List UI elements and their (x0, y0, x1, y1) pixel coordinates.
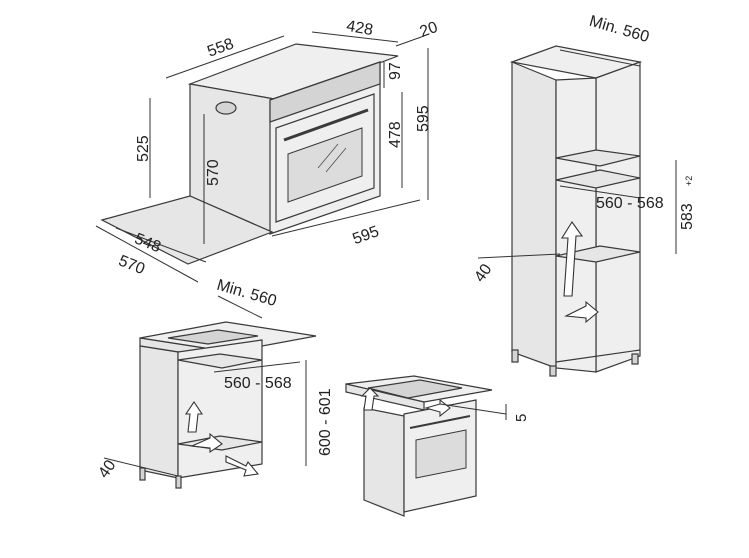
column-min-depth-label: Min. 560 (587, 13, 651, 46)
column-niche-height-label: 583 (679, 203, 696, 230)
dim-570d-label: 570 (116, 252, 147, 278)
hob-cabinet-oven-window (415, 429, 467, 479)
dim-20-line (395, 35, 425, 47)
cabinet-foot (139, 467, 146, 481)
uc-dim-width-line (213, 361, 301, 373)
cabinet-niche-top (177, 353, 263, 369)
airflow-up-arrow-icon (561, 221, 584, 297)
hob-dim-clearance-line (439, 403, 507, 415)
column-foot (631, 353, 639, 365)
airflow-in-arrow-icon (189, 432, 223, 454)
dim-548-line (115, 227, 207, 263)
column-foot (511, 349, 519, 363)
dim-20-label: 20 (418, 19, 441, 41)
oven-vent-icon (215, 101, 237, 115)
dim-428-line (311, 31, 399, 43)
uc-niche-width-label: 560 - 568 (224, 375, 292, 392)
dim-570d-line (95, 225, 199, 283)
uc-dim-min560-line (217, 295, 263, 319)
oven-control-panel (269, 61, 381, 123)
oven-handle (283, 108, 369, 142)
cabinet-foot (175, 475, 182, 489)
oven-base-plate (100, 195, 274, 265)
cabinet-left-side (139, 345, 179, 479)
dim-428-label: 428 (345, 18, 374, 39)
dim-525-label: 525 (135, 135, 152, 162)
column-dim-min560-line (559, 49, 641, 67)
column-lower-shelf (555, 245, 641, 263)
column-interior (555, 77, 597, 373)
dim-558-label: 558 (205, 35, 236, 60)
column-right-side (595, 61, 641, 373)
column-dim-vent-line (477, 253, 561, 259)
column-cabinet: Min. 560 560 - 568 583 +2 40 (471, 13, 696, 377)
hob-cabinet-side (363, 407, 405, 517)
hob-airflow-arrow-icon (360, 387, 380, 411)
dim-570v-label: 570 (205, 159, 222, 186)
airflow-in-arrow-icon (564, 300, 599, 324)
under-counter-cabinet: Min. 560 560 - 568 600 - 601 40 (95, 277, 334, 489)
column-niche-width-label: 560 - 568 (596, 195, 664, 212)
column-niche-tolerance-label: +2 (684, 176, 694, 186)
column-vent-gap-label: 40 (471, 261, 495, 285)
hob-cutout (167, 329, 259, 345)
hob-oven-installation: 5 (345, 375, 530, 517)
dim-595h-label: 595 (350, 223, 381, 248)
column-foot (549, 365, 557, 377)
dim-558-line (165, 35, 285, 79)
dim-595h-line (271, 199, 421, 237)
airflow-out-arrow-icon (225, 455, 260, 477)
dim-478-label: 478 (387, 121, 404, 148)
oven-window (287, 127, 363, 203)
airflow-up-arrow-icon (184, 401, 204, 433)
uc-dim-vent-line (103, 457, 179, 477)
column-dim-width-line (559, 185, 641, 199)
column-upper-shelf (555, 149, 641, 167)
uc-niche-height-label: 600 - 601 (317, 388, 334, 456)
dim-97-label: 97 (387, 62, 404, 80)
oven-isometric: 558 428 20 97 478 595 525 570 595 548 57… (95, 18, 441, 283)
column-left-side (511, 61, 557, 369)
uc-min-depth-label: Min. 560 (215, 277, 279, 310)
hob-clearance-label: 5 (513, 414, 530, 422)
dim-595v-label: 595 (415, 105, 432, 132)
column-niche-top (555, 169, 641, 189)
